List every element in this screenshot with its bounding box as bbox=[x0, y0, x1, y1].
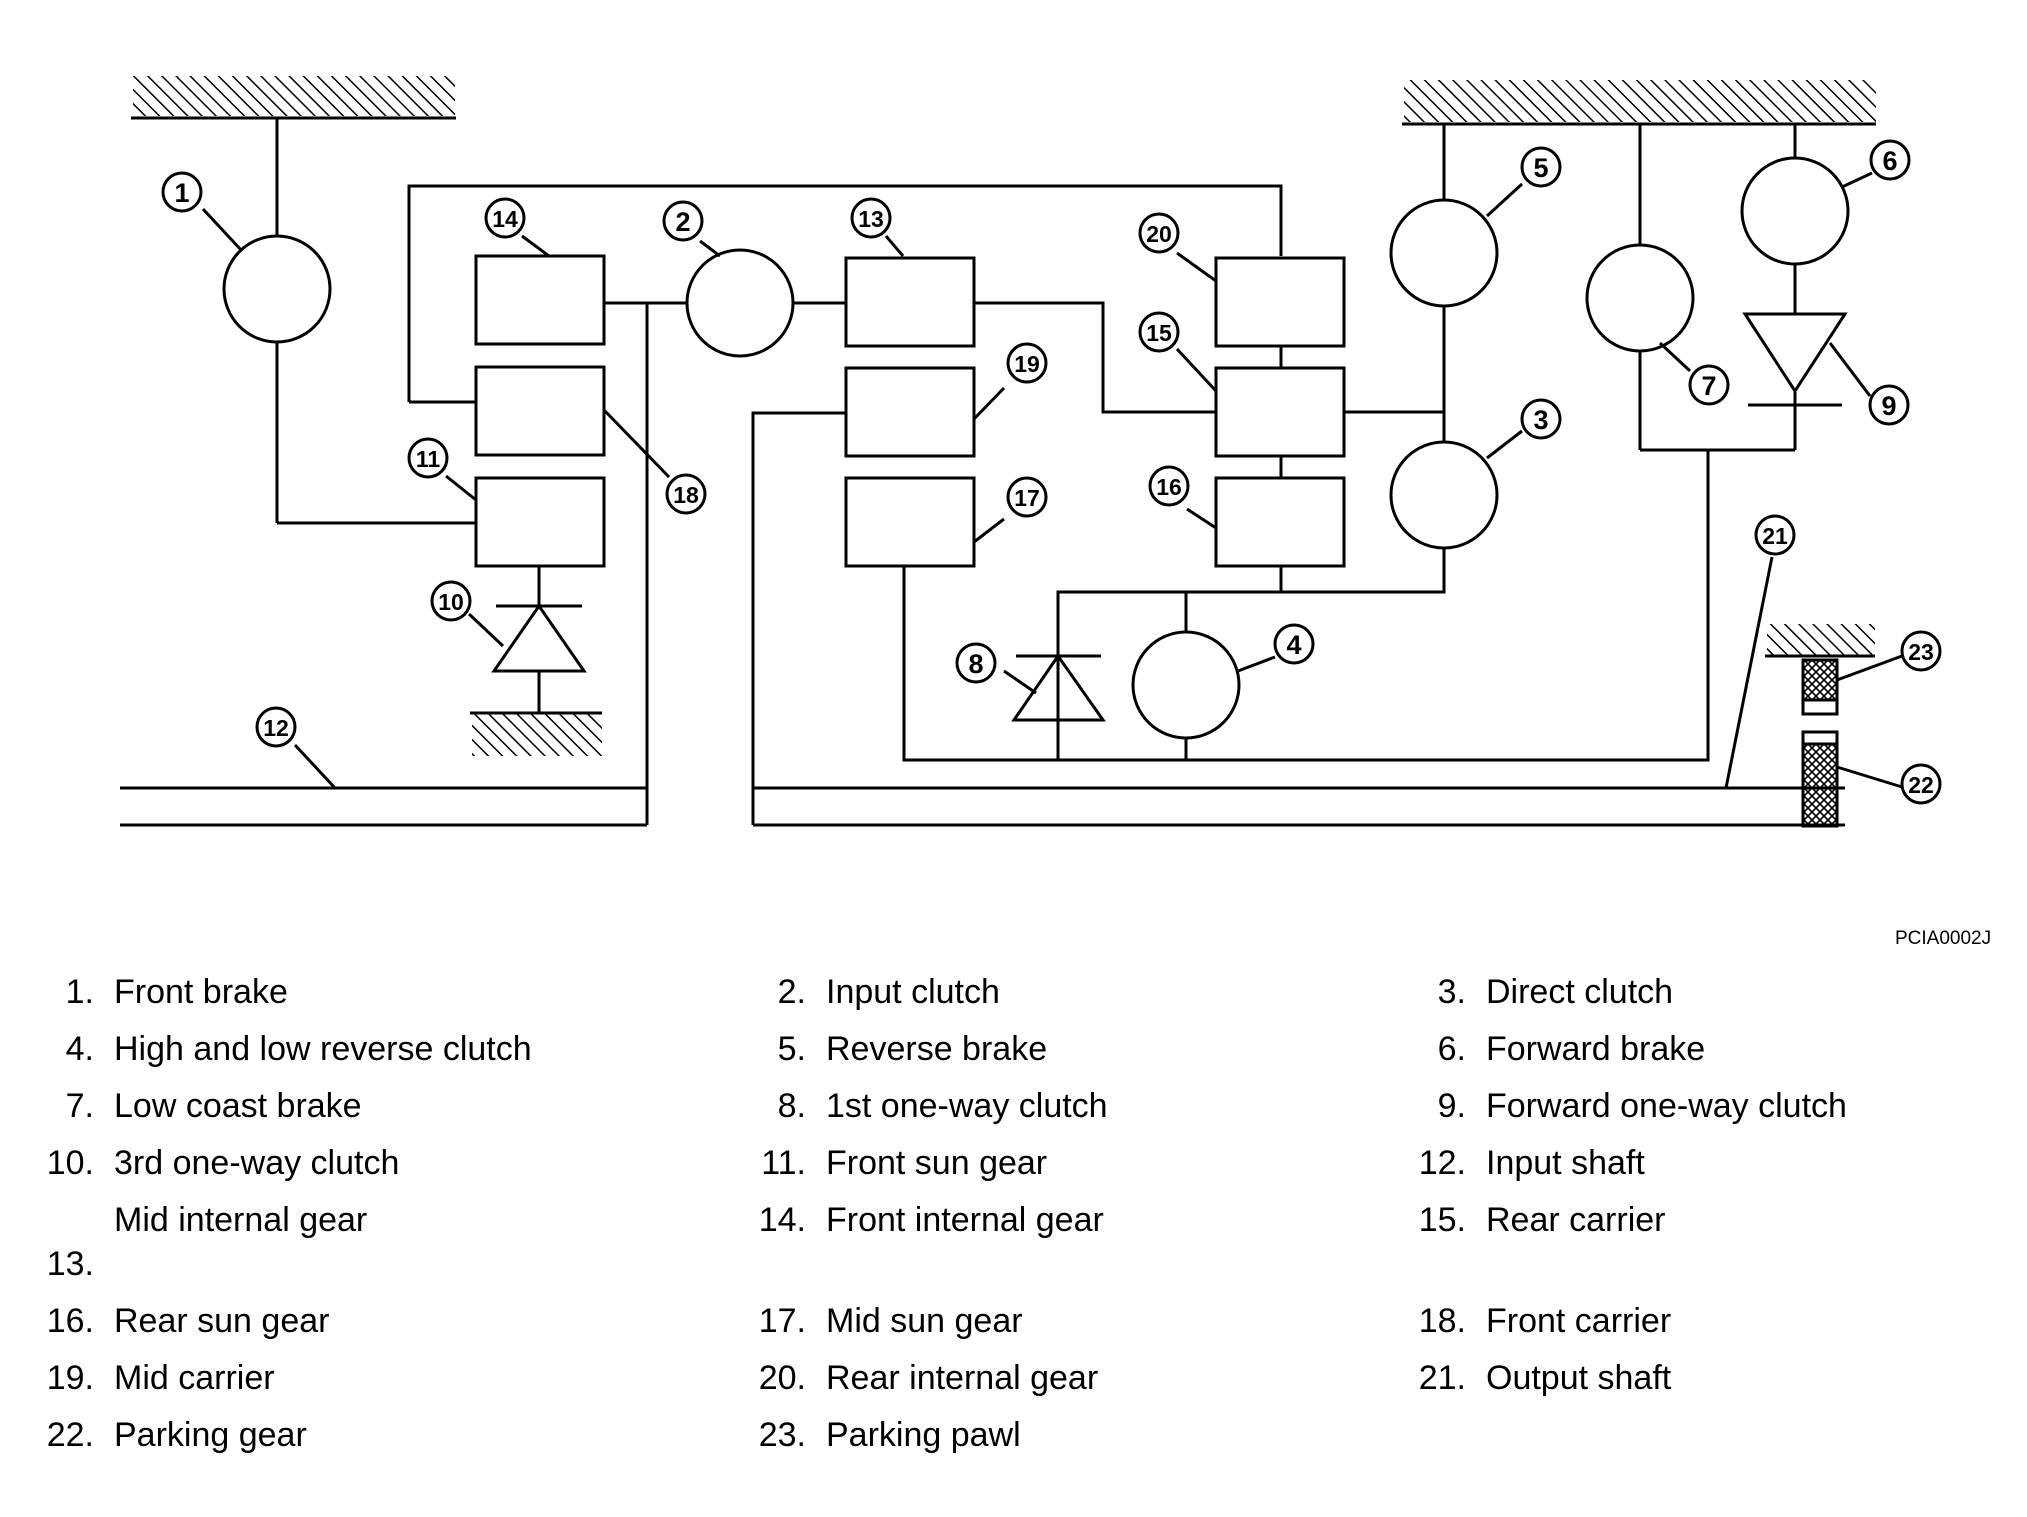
rear-sun-gear-box bbox=[1214, 476, 1346, 568]
forward-brake-symbol bbox=[1740, 156, 1850, 266]
mid-internal-gear-box bbox=[844, 256, 976, 348]
callout-22: 22 bbox=[1900, 763, 1942, 805]
callout-9: 9 bbox=[1868, 384, 1910, 426]
svg-text:20: 20 bbox=[1146, 221, 1172, 247]
svg-text:5: 5 bbox=[1533, 153, 1548, 183]
parking-gear-symbol bbox=[1801, 742, 1839, 828]
3rd-one-way-clutch-symbol bbox=[491, 603, 587, 673]
callout-14: 14 bbox=[484, 197, 526, 239]
callout-23: 23 bbox=[1900, 630, 1942, 672]
svg-text:13: 13 bbox=[858, 206, 884, 232]
callout-3: 3 bbox=[1520, 398, 1562, 440]
callout-13: 13 bbox=[850, 197, 892, 239]
front-brake-symbol bbox=[222, 234, 332, 344]
parking-pawl-symbol bbox=[1801, 658, 1839, 702]
svg-text:16: 16 bbox=[1156, 474, 1182, 500]
callout-7: 7 bbox=[1688, 364, 1730, 406]
svg-text:3: 3 bbox=[1533, 405, 1548, 435]
svg-text:1: 1 bbox=[174, 178, 189, 208]
svg-text:19: 19 bbox=[1014, 351, 1040, 377]
high-low-reverse-clutch-symbol bbox=[1131, 630, 1241, 740]
svg-text:10: 10 bbox=[438, 589, 464, 615]
callout-19: 19 bbox=[1006, 342, 1048, 384]
callout-20: 20 bbox=[1138, 212, 1180, 254]
callout-6: 6 bbox=[1869, 139, 1911, 181]
1st-one-way-clutch-symbol bbox=[1011, 653, 1106, 722]
svg-text:11: 11 bbox=[416, 446, 441, 472]
transmission-schematic: 1 2 3 4 5 6 7 8 9 10 11 12 13 14 15 16 1… bbox=[120, 76, 1942, 828]
ground-right bbox=[1404, 80, 1876, 122]
svg-text:21: 21 bbox=[1762, 523, 1788, 549]
mid-sun-gear-box bbox=[844, 476, 976, 568]
ground-left bbox=[133, 76, 455, 116]
svg-text:8: 8 bbox=[968, 649, 983, 679]
rear-internal-gear-box bbox=[1214, 256, 1346, 348]
callout-15: 15 bbox=[1138, 311, 1180, 353]
svg-text:9: 9 bbox=[1881, 391, 1896, 421]
front-carrier-box bbox=[474, 365, 606, 457]
callout-8: 8 bbox=[955, 642, 997, 684]
svg-text:17: 17 bbox=[1014, 485, 1040, 511]
callout-18: 18 bbox=[665, 473, 707, 515]
direct-clutch-symbol bbox=[1389, 440, 1499, 550]
reverse-brake-symbol bbox=[1389, 198, 1499, 308]
svg-text:4: 4 bbox=[1286, 630, 1301, 660]
callout-11: 11 bbox=[407, 437, 449, 479]
callout-5: 5 bbox=[1520, 146, 1562, 188]
mid-carrier-box bbox=[844, 366, 976, 458]
callout-1: 1 bbox=[161, 171, 203, 213]
svg-text:23: 23 bbox=[1908, 639, 1934, 665]
svg-text:12: 12 bbox=[263, 715, 289, 741]
svg-text:14: 14 bbox=[492, 206, 518, 232]
callout-17: 17 bbox=[1006, 476, 1048, 518]
low-coast-brake-symbol bbox=[1585, 243, 1695, 353]
svg-text:15: 15 bbox=[1146, 320, 1172, 346]
svg-text:6: 6 bbox=[1882, 146, 1897, 176]
rear-carrier-box bbox=[1214, 366, 1346, 458]
callout-12: 12 bbox=[255, 706, 297, 748]
callout-2: 2 bbox=[662, 200, 704, 242]
input-clutch-symbol bbox=[685, 248, 795, 358]
svg-text:2: 2 bbox=[675, 207, 690, 237]
ground-pawl bbox=[1767, 624, 1875, 656]
svg-text:7: 7 bbox=[1701, 371, 1716, 401]
figure-code: PCIA0002J bbox=[1895, 928, 1992, 949]
callout-4: 4 bbox=[1273, 623, 1315, 665]
callout-16: 16 bbox=[1148, 465, 1190, 507]
callout-21: 21 bbox=[1754, 514, 1796, 556]
svg-text:18: 18 bbox=[673, 482, 699, 508]
front-sun-gear-box bbox=[474, 476, 606, 568]
forward-one-way-clutch-symbol bbox=[1742, 312, 1848, 394]
callout-10: 10 bbox=[430, 580, 472, 622]
ground-bottom-left bbox=[472, 713, 602, 756]
svg-text:22: 22 bbox=[1908, 772, 1934, 798]
front-internal-gear-box bbox=[474, 254, 606, 346]
